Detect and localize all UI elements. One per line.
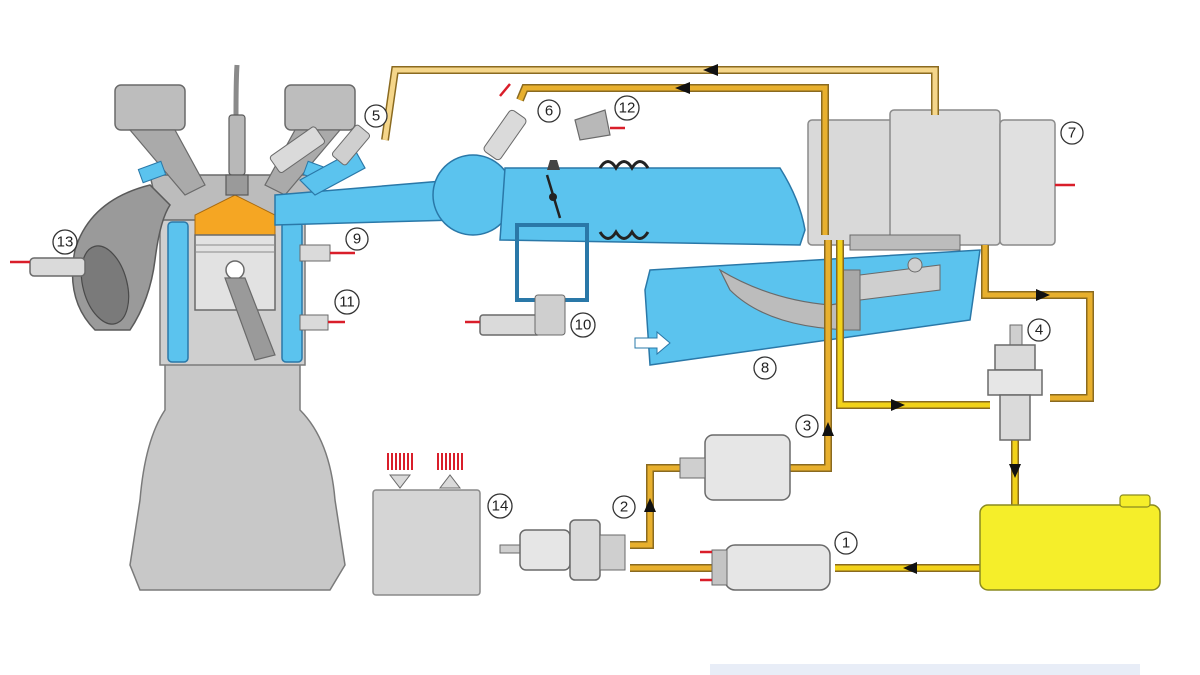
lambda-sensor bbox=[10, 257, 86, 277]
callout-11: 11 bbox=[334, 289, 360, 315]
camshaft-cover-right bbox=[284, 84, 356, 131]
svg-text:5: 5 bbox=[372, 108, 380, 125]
svg-text:2: 2 bbox=[620, 499, 628, 516]
arrow-head-icon bbox=[822, 422, 834, 436]
arrow-head-icon bbox=[1009, 464, 1021, 478]
callout-2: 2 bbox=[612, 495, 636, 519]
svg-text:8: 8 bbox=[761, 360, 769, 377]
arrow-head-icon bbox=[703, 64, 718, 76]
callout-14: 14 bbox=[487, 493, 513, 519]
fuel-injector bbox=[269, 124, 371, 173]
fuel-tank bbox=[979, 494, 1161, 591]
callout-8: 8 bbox=[753, 356, 777, 380]
bottom-strip bbox=[710, 664, 1140, 675]
svg-text:4: 4 bbox=[1035, 322, 1043, 339]
svg-text:11: 11 bbox=[339, 294, 355, 311]
flow-arrows bbox=[644, 64, 1050, 574]
fuel-distributor bbox=[807, 109, 1075, 251]
callout-6: 6 bbox=[537, 99, 561, 123]
fuel-pump bbox=[700, 544, 831, 591]
callout-1: 1 bbox=[834, 531, 858, 555]
callout-5: 5 bbox=[364, 104, 388, 128]
svg-text:6: 6 bbox=[545, 103, 553, 120]
temperature-sensors bbox=[299, 244, 355, 331]
control-unit-housing bbox=[999, 119, 1056, 246]
callouts: 1 2 3 4 5 6 7 8 9 10 11 12 13 14 bbox=[52, 95, 1084, 555]
intake-bellows bbox=[598, 160, 650, 240]
pressure-regulator bbox=[987, 324, 1043, 441]
callout-12: 12 bbox=[614, 95, 640, 121]
arrow-head-icon bbox=[1036, 289, 1050, 301]
fuel-filter bbox=[679, 434, 791, 501]
callout-10: 10 bbox=[570, 312, 596, 338]
exhaust-manifold bbox=[71, 184, 171, 331]
spark-plug bbox=[225, 64, 249, 196]
svg-text:10: 10 bbox=[575, 317, 592, 334]
svg-text:7: 7 bbox=[1068, 125, 1076, 142]
callout-3: 3 bbox=[795, 414, 819, 438]
svg-text:1: 1 bbox=[842, 535, 850, 552]
signal-down-icon bbox=[388, 474, 412, 489]
arrow-head-icon bbox=[644, 498, 656, 512]
callout-7: 7 bbox=[1060, 121, 1084, 145]
callout-4: 4 bbox=[1027, 318, 1051, 342]
cold-start-valve bbox=[483, 83, 527, 161]
air-flow-meter-housing bbox=[644, 249, 981, 366]
svg-text:14: 14 bbox=[492, 498, 509, 515]
arrow-head-icon bbox=[675, 82, 690, 94]
svg-text:3: 3 bbox=[803, 418, 811, 435]
callout-9: 9 bbox=[345, 227, 369, 251]
signal-up-icon bbox=[438, 474, 462, 489]
svg-text:9: 9 bbox=[353, 231, 361, 248]
throttle-body bbox=[499, 160, 806, 302]
arrow-head-icon bbox=[903, 562, 917, 574]
connecting-rod bbox=[224, 277, 276, 361]
control-unit bbox=[372, 453, 481, 596]
svg-text:13: 13 bbox=[57, 234, 74, 251]
camshaft-cover-left bbox=[114, 84, 186, 131]
svg-text:12: 12 bbox=[619, 100, 636, 117]
arrow-head-icon bbox=[891, 399, 905, 411]
fuel-accumulator bbox=[499, 519, 626, 581]
air-inlet-arrow bbox=[634, 330, 671, 356]
callout-13: 13 bbox=[52, 229, 78, 255]
throttle-position-switch bbox=[574, 109, 625, 141]
piston bbox=[194, 234, 276, 361]
auxiliary-air-valve bbox=[465, 294, 566, 336]
